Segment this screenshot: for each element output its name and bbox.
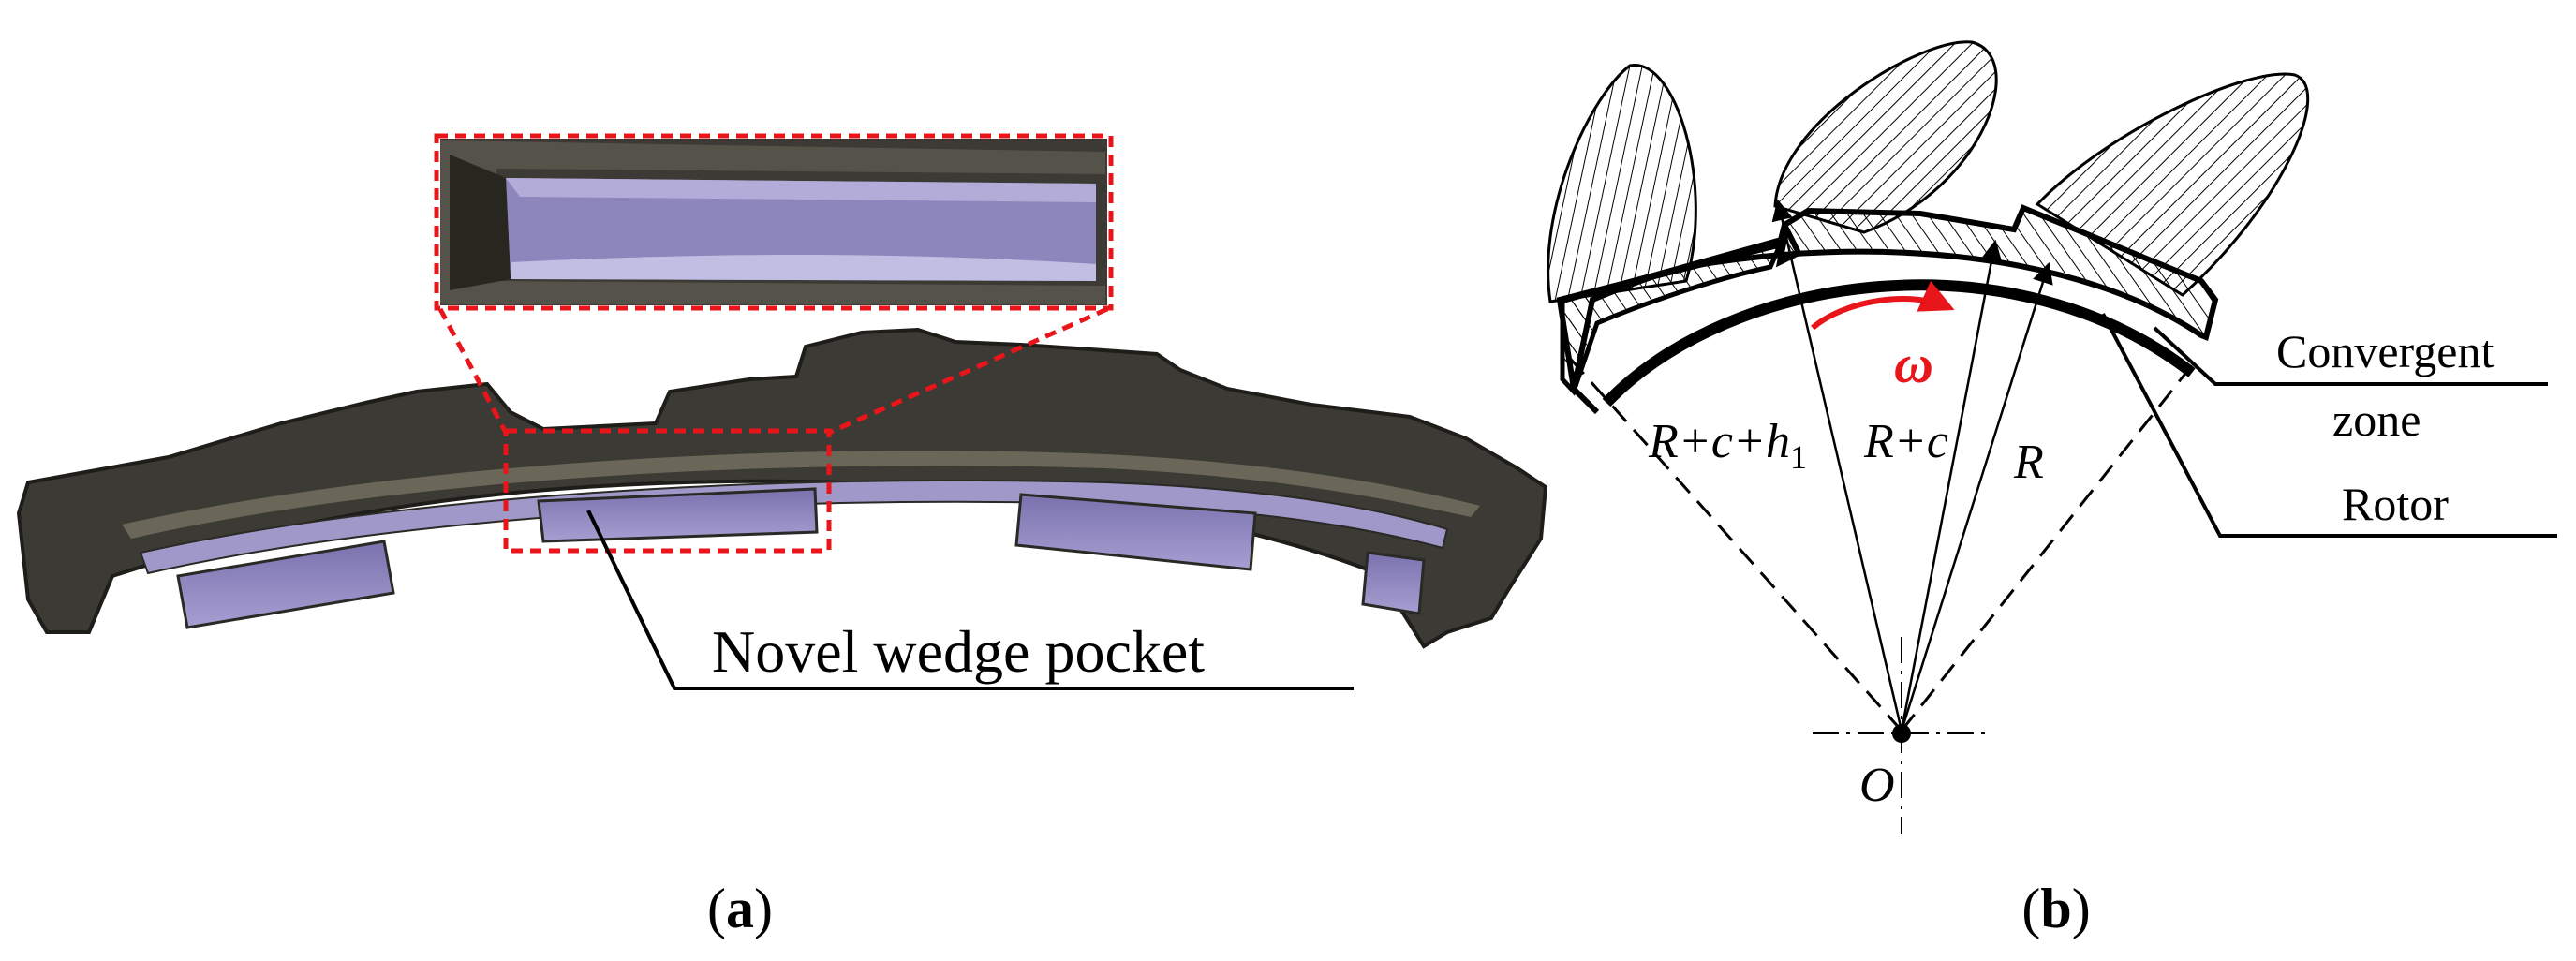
bearing-pad-top-rim bbox=[122, 451, 1480, 539]
label-r-c-h1-main: R+c+h bbox=[1648, 415, 1790, 468]
zoom-inset-frame bbox=[434, 133, 1114, 311]
panel-a: Novel wedge pocket (a) bbox=[16, 133, 1548, 939]
pad-notch bbox=[749, 347, 785, 373]
label-zone: zone bbox=[2332, 393, 2421, 446]
label-rotor: Rotor bbox=[2342, 478, 2449, 530]
radius-lines bbox=[1564, 199, 2194, 732]
caption-b-letter: b bbox=[2040, 878, 2071, 939]
label-r-c: R+c bbox=[1863, 415, 1948, 468]
pockets bbox=[176, 487, 1426, 629]
radius-r-c-h1 bbox=[1771, 199, 1903, 732]
bearing-pad-left-body bbox=[1560, 242, 1784, 396]
zoom-connector-right bbox=[827, 306, 1109, 436]
panel-b: ω R+c+h1 R+c R O Convergent zone Rotor (… bbox=[1547, 40, 2557, 939]
label-r-c-h1-sub: 1 bbox=[1790, 438, 1807, 476]
caption-b: (b) bbox=[2021, 878, 2090, 939]
pocket-center bbox=[537, 487, 819, 543]
zoom-connector-left bbox=[437, 307, 509, 435]
pressure-lobe-middle bbox=[1773, 40, 1998, 234]
rotation-arrow bbox=[1811, 280, 1955, 331]
pocket-right bbox=[1014, 493, 1257, 571]
omega-symbol: ω bbox=[1894, 333, 1933, 394]
pressure-lobe-left bbox=[1547, 64, 1697, 303]
caption-b-close: ) bbox=[2072, 878, 2091, 939]
annotation-leader bbox=[586, 510, 1354, 690]
caption-b-open: ( bbox=[2021, 878, 2040, 939]
label-r: R bbox=[2013, 436, 2044, 489]
radius-r bbox=[1900, 261, 2053, 732]
zoom-inset bbox=[440, 139, 1107, 305]
label-r-c-h1: R+c+h1 bbox=[1648, 415, 1807, 476]
caption-a-open: ( bbox=[707, 878, 726, 939]
origin-point bbox=[1892, 724, 1911, 743]
caption-a-close: ) bbox=[754, 878, 773, 939]
radius-r-c bbox=[1900, 239, 2003, 732]
caption-a: (a) bbox=[707, 878, 773, 939]
label-origin: O bbox=[1859, 759, 1895, 812]
pocket-far-right bbox=[1361, 551, 1426, 615]
convergent-zone-leader bbox=[2153, 326, 2548, 386]
bearing-pad-left-outline bbox=[1559, 223, 1803, 304]
sector-boundary-right bbox=[1900, 364, 2194, 732]
label-convergent: Convergent bbox=[2276, 325, 2494, 377]
sector-boundary-left bbox=[1564, 353, 1903, 732]
caption-a-letter: a bbox=[726, 878, 754, 939]
annotation-novel-wedge-pocket: Novel wedge pocket bbox=[712, 618, 1205, 685]
pocket-left bbox=[176, 540, 395, 629]
rotor-leader bbox=[2101, 313, 2557, 538]
zoom-source-box bbox=[503, 428, 832, 554]
